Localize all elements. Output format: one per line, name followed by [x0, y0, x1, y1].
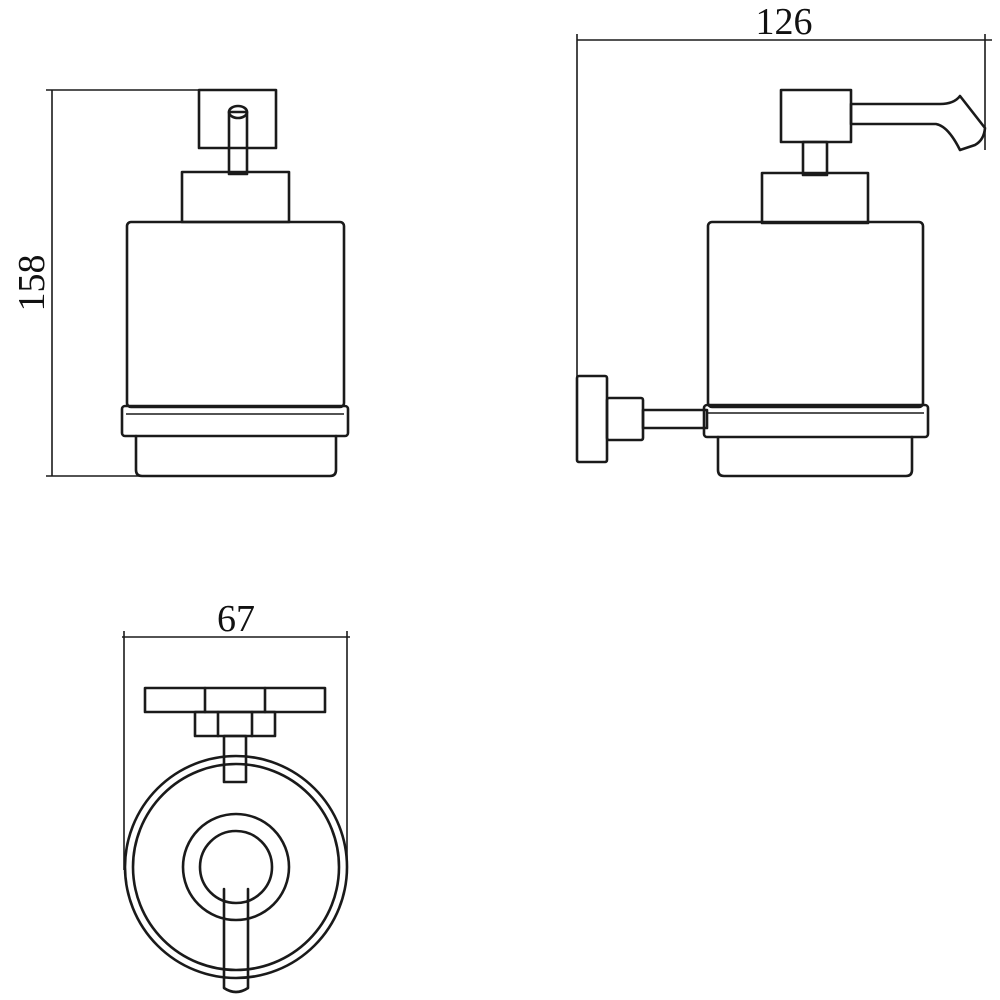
pump-collar-top — [181, 812, 291, 922]
mount-flange — [605, 396, 645, 442]
wall-plate-top — [143, 686, 327, 714]
pump-head — [779, 88, 853, 144]
wall-mount-plate — [575, 374, 609, 464]
pump-spout — [849, 94, 987, 152]
bottle-base — [134, 434, 338, 478]
width-label: 67 — [217, 598, 255, 640]
bottle-body — [706, 220, 925, 409]
side-view: 126 — [575, 1, 992, 478]
holder-ring — [120, 404, 350, 438]
depth-label: 126 — [756, 1, 813, 43]
bottle-body — [125, 220, 346, 409]
width-dimension: 67 — [122, 598, 350, 870]
holder-ring-top — [123, 754, 349, 980]
pump-collar — [760, 171, 870, 225]
support-arm-top — [222, 734, 248, 784]
mount-flange-top — [193, 710, 277, 738]
pump-collar — [180, 170, 291, 224]
pump-spout-top — [222, 887, 250, 994]
depth-dimension: 126 — [576, 1, 992, 380]
pump-stem — [227, 110, 249, 176]
pump-head-top — [198, 829, 274, 905]
bottle-rim-top — [131, 762, 341, 972]
height-dimension: 158 — [11, 89, 202, 477]
front-view: 158 — [11, 88, 350, 478]
top-view: 67 — [122, 598, 350, 994]
holder-ring — [702, 403, 930, 439]
support-arm — [641, 408, 709, 430]
pump-stem — [801, 140, 829, 177]
height-label: 158 — [11, 255, 53, 312]
wall-plate — [197, 88, 278, 150]
bottle-base — [716, 435, 914, 478]
